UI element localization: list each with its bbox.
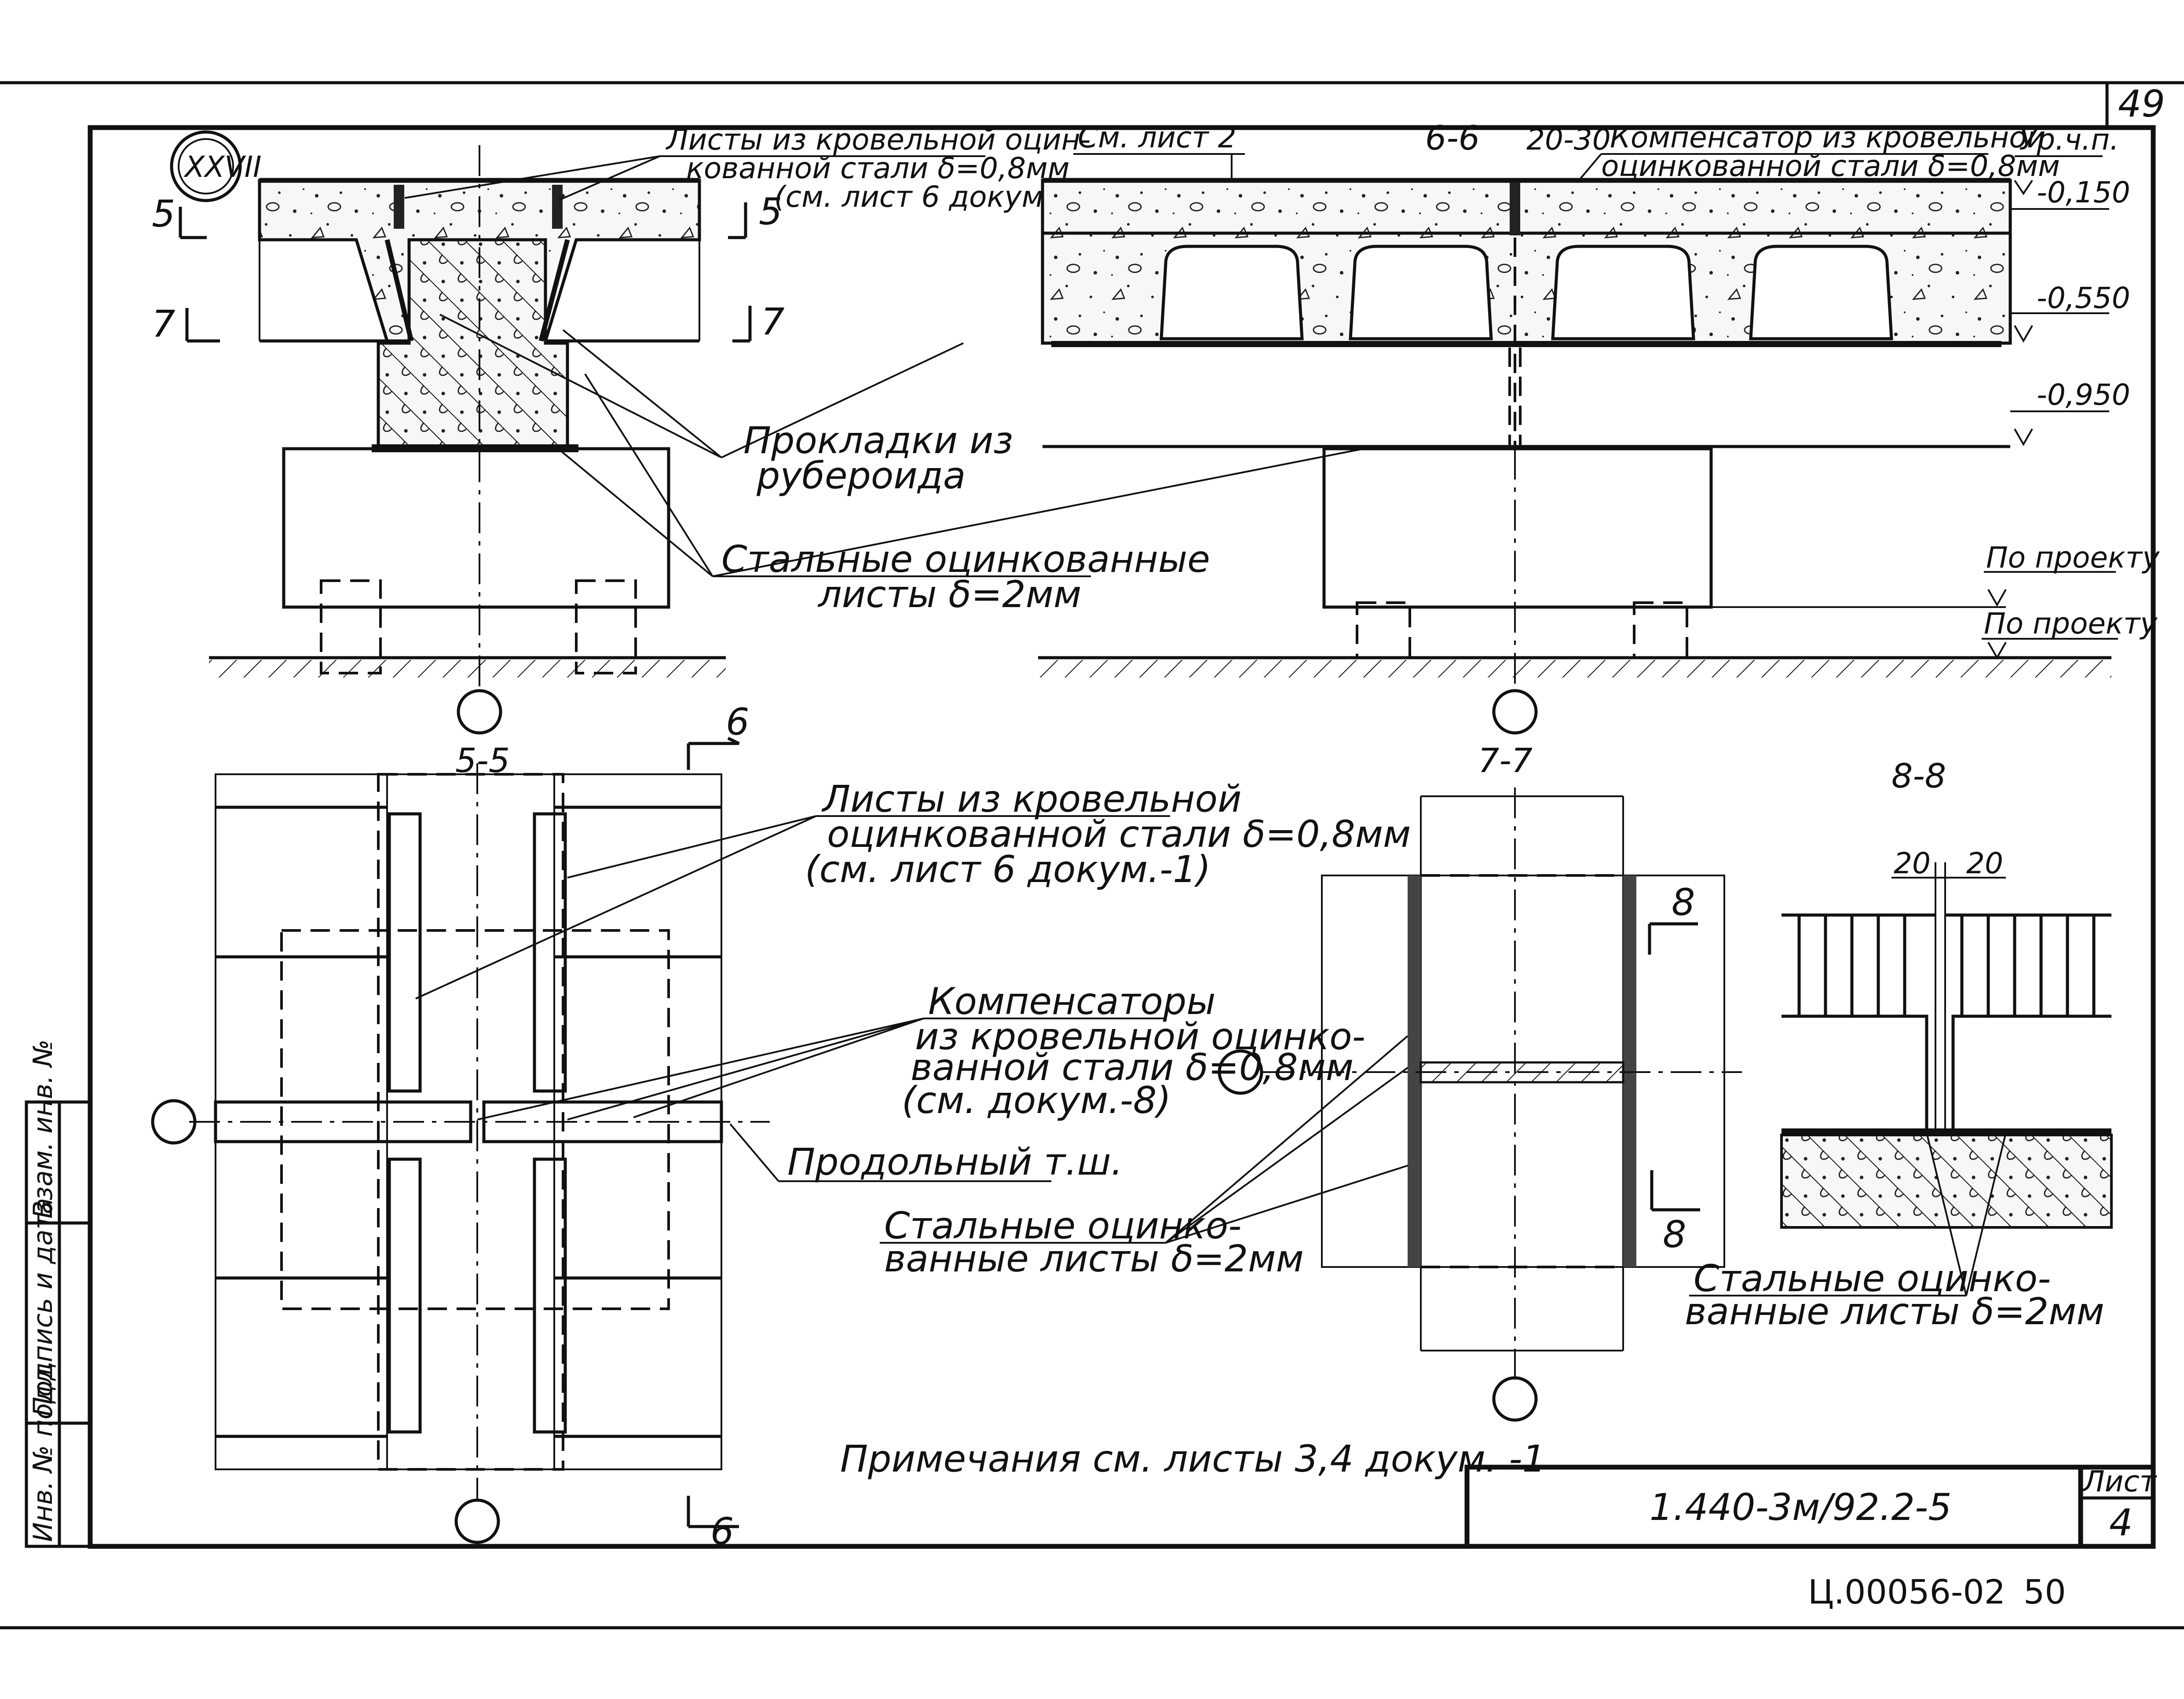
title-7-7: 7-7 [1478,741,1533,780]
notes: Примечания см. листы 3,4 докум. -1 [840,1437,1546,1480]
axis-bubble-top-left [457,689,502,735]
gap-dim: 20-30 [1526,123,1611,157]
project-level-2: По проекту [1984,607,2158,641]
title-block: 1.440-3м/92.2-5 Лист 4 [1464,1465,2158,1549]
axis-bubble-5-5-left [151,1099,197,1145]
plan-callout-steel-l1: Стальные оцинко- [884,1204,1241,1247]
plan-sheet-2 [533,812,567,1093]
sheet-label: Лист [2082,1465,2158,1498]
view-8-8: 8-8 20 20 Стальные оцинко- ванные листы … [1685,756,2113,1333]
foundation-beam-left [282,447,670,609]
cut-7-right: 7 [761,300,784,343]
plan-callout-comp-l1: Компенсаторы [928,980,1216,1023]
cut-6-top: 6 [726,700,749,743]
view-top-left: XXVII 5 5 7 7 Листы из [152,123,1364,735]
side-stamp: Инв. № подл. Подпись и дата Взам. инв. № [28,1040,59,1542]
plan-callout-steel-l2: ванные листы δ=2мм [884,1237,1304,1280]
plan-callout-sheets-l3: (см. лист 6 докум.-1) [805,848,1211,891]
side-stamp-sign: Подпись и дата [28,1198,59,1417]
dim-left: 20 [1894,846,1931,880]
callout-steel-8-l1: Стальные оцинко- [1694,1257,2051,1300]
plan-sheet-3 [388,1157,422,1434]
plan-callout-sheets-l2: оцинкованной стали δ=0,8мм [827,813,1411,856]
node-mark-circle [170,130,242,202]
axis-bubble-5-5-bottom [454,1498,500,1544]
node-mark: XXVII [183,150,262,184]
axis-bubble-top-right [1492,689,1538,735]
cut-5-left: 5 [152,192,175,235]
level-title: Ур.ч.п. [2019,123,2119,157]
level-3: -0,950 [2037,378,2130,412]
level-1: -0,150 [2037,176,2130,209]
cut-8-bottom: 8 [1663,1213,1686,1256]
callout-comp-l1: Компенсатор из кровельной [1610,121,2045,154]
callout-steel-l2: листы δ=2мм [817,573,1081,616]
plan-callout-comp-l3: ванной стали δ=0,8мм [911,1046,1354,1089]
callout-steel-8-l2: ванные листы δ=2мм [1685,1290,2104,1333]
view-5-5: 5-5 6 6 Листы из кровельной оцинк [151,700,1421,1553]
dim-right: 20 [1966,846,2003,880]
cut-6-bottom: 6 [710,1510,734,1553]
plan-callout-sheets-l1: Листы из кровельной [821,777,1242,820]
drawing-code: 1.440-3м/92.2-5 [1650,1486,1952,1529]
axis-bubble-7-7-left [1218,1049,1263,1095]
project-level-1: По проекту [1986,541,2160,575]
cut-5-right: 5 [759,190,782,233]
view-7-7: 7-7 8 8 [1218,741,1742,1422]
view-6-6: См. лист 2 6-6 20-30 Компенсатор из кров… [1038,118,2160,735]
side-stamp-vzam: Взам. инв. № [28,1040,59,1219]
callout-sheets-l1: Листы из кровельной оцин- [666,123,1091,157]
callout-pads-l2: рубероида [756,454,966,497]
plan-callout-joint: Продольный т.ш. [787,1140,1123,1183]
sheet-frame [0,81,2184,1629]
section-title-6-6: 6-6 [1425,118,1480,157]
sheet-number: 4 [2109,1501,2133,1544]
axis-bubble-7-7-bottom [1492,1376,1538,1422]
archive-page: 50 [2023,1572,2066,1611]
plan-callout-comp-l4: (см. докум.-8) [902,1079,1171,1122]
foundation-beam-right [1322,447,1713,609]
title-8-8: 8-8 [1891,756,1946,795]
ref-label: См. лист 2 [1078,121,1237,154]
callout-sheets-l3: (см. лист 6 докум.-1) [774,180,1093,214]
side-stamp-inv: Инв. № подл. [28,1360,59,1542]
plan-sheet-1 [388,812,422,1093]
level-2: -0,550 [2037,281,2130,315]
plan-sheet-4 [533,1157,567,1434]
plan-callout-comp-l2: из кровельной оцинко- [915,1015,1365,1058]
cut-7-left: 7 [152,302,175,345]
archive-code: Ц.00056-02 [1808,1572,2005,1611]
cut-8-top: 8 [1672,881,1695,924]
page-number-top: 49 [2118,82,2165,125]
